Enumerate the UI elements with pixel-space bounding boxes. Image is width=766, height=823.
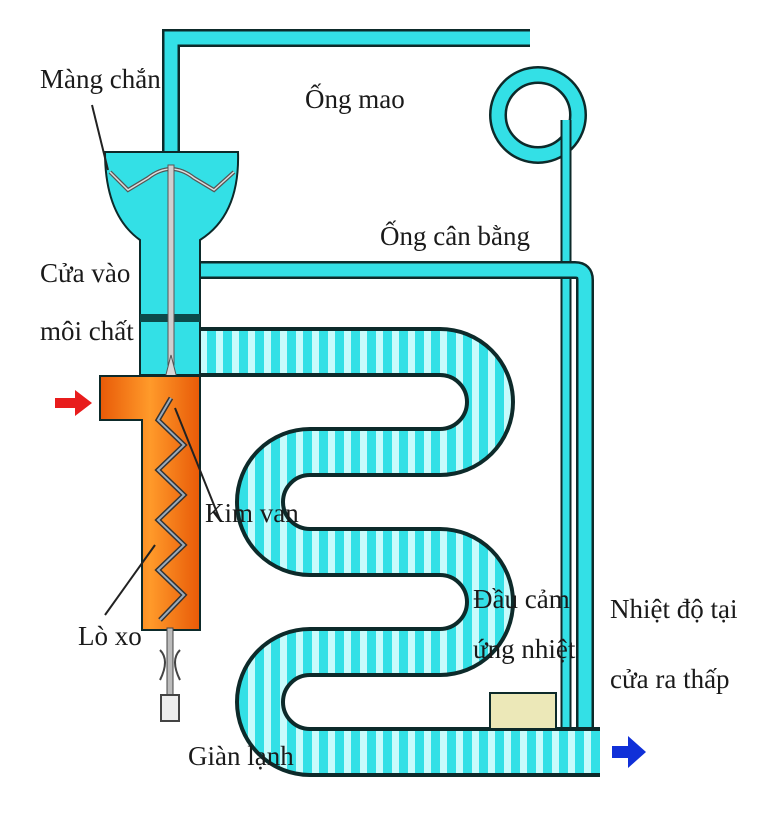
- label-equalizer-tube: Ống cân bằng: [380, 220, 530, 251]
- label-capillary-tube: Ống mao: [305, 83, 405, 114]
- adjusting-stem: [166, 627, 174, 699]
- label-inlet-1: Cửa vào: [40, 258, 130, 288]
- label-sensor-2: ứng nhiệt: [473, 634, 576, 664]
- label-needle: Kim van: [205, 498, 299, 528]
- label-inlet-2: môi chất: [40, 316, 134, 346]
- label-outlet-1: Nhiệt độ tại: [610, 594, 737, 624]
- sensor-bulb: [489, 692, 557, 730]
- label-outlet-2: cửa ra thấp: [610, 664, 730, 694]
- capillary-tube: [162, 29, 587, 735]
- leader-diaphragm: [91, 104, 109, 171]
- evaporator-coil: [190, 327, 600, 777]
- label-spring: Lò xo: [78, 621, 142, 651]
- label-sensor-1: Đầu cảm: [473, 584, 570, 614]
- valve-body: [99, 375, 201, 722]
- inlet-arrow-icon: [55, 390, 92, 416]
- equalizer-tube: [195, 261, 594, 735]
- leader-spring: [104, 544, 156, 616]
- outlet-arrow-icon: [612, 736, 646, 768]
- label-diaphragm: Màng chắn: [40, 64, 161, 94]
- leader-needle: [174, 407, 221, 521]
- label-evaporator: Giàn lạnh: [188, 741, 294, 771]
